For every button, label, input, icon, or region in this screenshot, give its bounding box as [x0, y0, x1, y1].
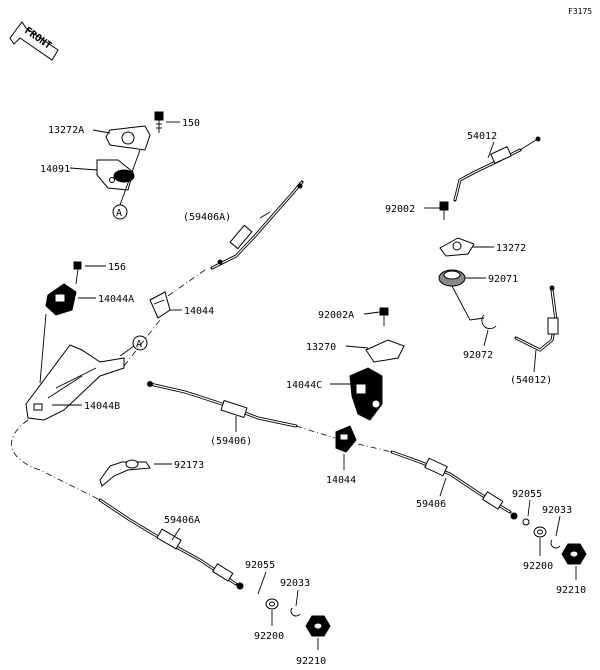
- clamp-14044a-part: [45, 283, 77, 316]
- diagram-code: F3175: [568, 7, 592, 16]
- cap-92071-part: [438, 269, 466, 287]
- clip-92033-left-part: [290, 607, 301, 617]
- label-92200-right: 92200: [523, 561, 553, 572]
- ref-a-label-upper: A: [116, 208, 122, 219]
- cable-59406a-lower: [98, 498, 244, 590]
- label-13270: 13270: [306, 342, 336, 353]
- gasket-13272-part: [439, 237, 475, 257]
- clip-92033-right-part: [550, 539, 561, 549]
- label-14044c: 14044C: [286, 380, 322, 391]
- cable-59406-right: [390, 450, 530, 526]
- label-92002: 92002: [385, 204, 415, 215]
- ref-a-label-lower: A: [136, 339, 142, 350]
- label-14044-top: 14044: [184, 306, 214, 317]
- washer-92200-left-part: [265, 598, 279, 610]
- label-92055-left: 92055: [245, 560, 275, 571]
- label-14044a: 14044A: [98, 294, 134, 305]
- ring-92072-part: [481, 314, 497, 330]
- bracket-14044c-part: [349, 367, 383, 421]
- label-92173: 92173: [174, 460, 204, 471]
- gasket-13272a-part: [105, 125, 151, 151]
- cable-59406-middle: [147, 381, 298, 428]
- label-59406a-paren: (59406A): [183, 212, 231, 223]
- clamp-14044-middle-part: [335, 425, 357, 453]
- label-92071: 92071: [488, 274, 518, 285]
- label-92210-right: 92210: [556, 585, 586, 596]
- label-92055-right: 92055: [512, 489, 542, 500]
- bracket-92173-part: [99, 459, 151, 487]
- holder-14091-part: [96, 159, 135, 191]
- label-59406: 59406: [416, 499, 446, 510]
- cable-54012-lower: [514, 285, 559, 352]
- bolt-92002-part: [439, 201, 449, 220]
- nut-92210-right-part: [561, 543, 587, 565]
- label-92210-left: 92210: [296, 656, 326, 667]
- washer-92200-right-part: [533, 526, 547, 538]
- bolt-150-part: [154, 111, 164, 133]
- gasket-13270-part: [365, 339, 405, 363]
- label-92200-left: 92200: [254, 631, 284, 642]
- label-14044-middle: 14044: [326, 475, 356, 486]
- cable-54012-upper: [453, 136, 541, 202]
- label-92002a: 92002A: [318, 310, 354, 321]
- label-150: 150: [182, 118, 200, 129]
- label-156: 156: [108, 262, 126, 273]
- front-arrow-icon: FRONT: [9, 21, 59, 61]
- label-14091: 14091: [40, 164, 70, 175]
- label-13272a: 13272A: [48, 125, 84, 136]
- label-13272: 13272: [496, 243, 526, 254]
- ref-a-circle-upper: [112, 204, 128, 220]
- bolt-156-part: [73, 261, 82, 285]
- label-92033-right: 92033: [542, 505, 572, 516]
- cable-59406a-upper: [210, 180, 304, 270]
- label-92033-left: 92033: [280, 578, 310, 589]
- bracket-14044b-part: [25, 344, 125, 421]
- bolt-92002a-part: [379, 307, 389, 326]
- label-92072: 92072: [463, 350, 493, 361]
- label-59406a: 59406A: [164, 515, 200, 526]
- ref-a-circle-lower: [132, 335, 148, 351]
- clamp-14044-top-part: [149, 291, 171, 319]
- label-14044b: 14044B: [84, 401, 120, 412]
- nut-92210-left-part: [305, 615, 331, 637]
- label-54012-paren: (54012): [510, 375, 552, 386]
- label-59406-paren: (59406): [210, 436, 252, 447]
- label-54012: 54012: [467, 131, 497, 142]
